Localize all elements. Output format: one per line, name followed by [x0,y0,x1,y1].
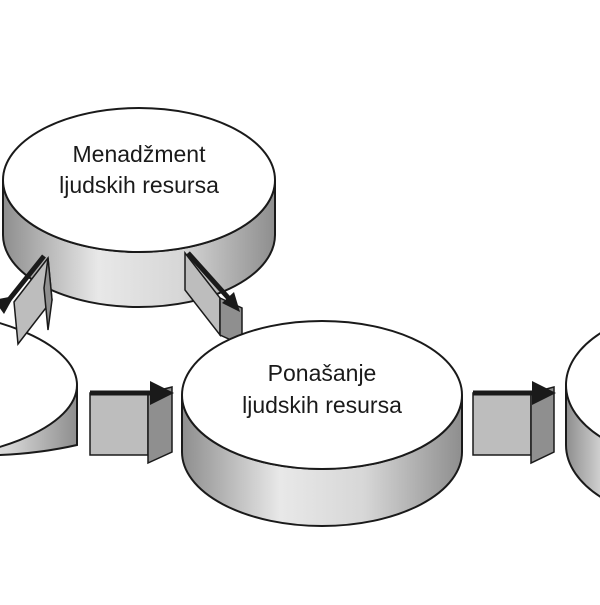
node-left-top [0,322,78,448]
node-right [565,332,600,498]
arrow-hrm-to-left [0,254,53,346]
node-hrm-label-line1: Menadžment [73,141,207,167]
node-behavior: Ponašanje ljudskih resursa [181,320,463,527]
arrow-behavior-to-right [472,381,556,465]
node-hrm-label-line2: ljudskih resursa [59,172,219,198]
node-right-top [565,332,600,438]
arrow-left-to-behavior [89,381,174,465]
arrow-hrm-to-behavior [184,250,243,347]
node-behavior-label-line1: Ponašanje [268,360,377,386]
node-hrm-top [2,107,276,253]
node-behavior-label-line2: ljudskih resursa [242,392,402,418]
node-left [0,322,78,456]
node-behavior-top [181,320,463,470]
